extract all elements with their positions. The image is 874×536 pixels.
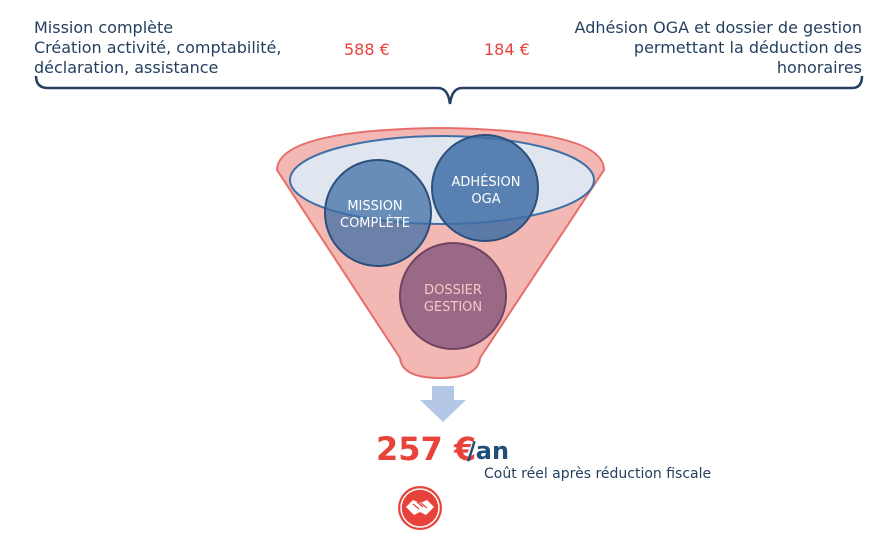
dossier-label-1: DOSSIER xyxy=(424,283,482,298)
mission-line-3: déclaration, assistance xyxy=(34,58,219,77)
mission-price: 588 € xyxy=(344,40,390,59)
mission-line-1: Mission complète xyxy=(34,18,174,37)
oga-label-1: ADHÉSION xyxy=(452,174,521,190)
dossier-label-2: GESTION xyxy=(424,300,482,315)
mission-label-2: COMPLÈTE xyxy=(340,215,410,231)
handshake-icon xyxy=(398,486,442,530)
oga-line-2: permettant la déduction des xyxy=(633,38,862,57)
oga-circle xyxy=(431,134,539,242)
top-brace xyxy=(34,75,864,105)
oga-label-2: OGA xyxy=(471,192,500,207)
mission-circle xyxy=(324,159,432,267)
oga-price: 184 € xyxy=(484,40,530,59)
result-amount: 257 € xyxy=(376,430,477,468)
dossier-circle xyxy=(399,242,507,350)
down-arrow-icon xyxy=(420,386,466,422)
mission-line-2: Création activité, comptabilité, xyxy=(34,38,282,57)
oga-line-1: Adhésion OGA et dossier de gestion xyxy=(574,18,862,37)
oga-line-3: honoraires xyxy=(776,58,862,77)
result-unit: /an xyxy=(467,437,510,465)
result-caption: Coût réel après réduction fiscale xyxy=(484,466,712,482)
mission-label-1: MISSION xyxy=(347,199,402,214)
mission-description: Mission complète Création activité, comp… xyxy=(34,18,281,78)
oga-description: Adhésion OGA et dossier de gestion perme… xyxy=(575,18,862,78)
